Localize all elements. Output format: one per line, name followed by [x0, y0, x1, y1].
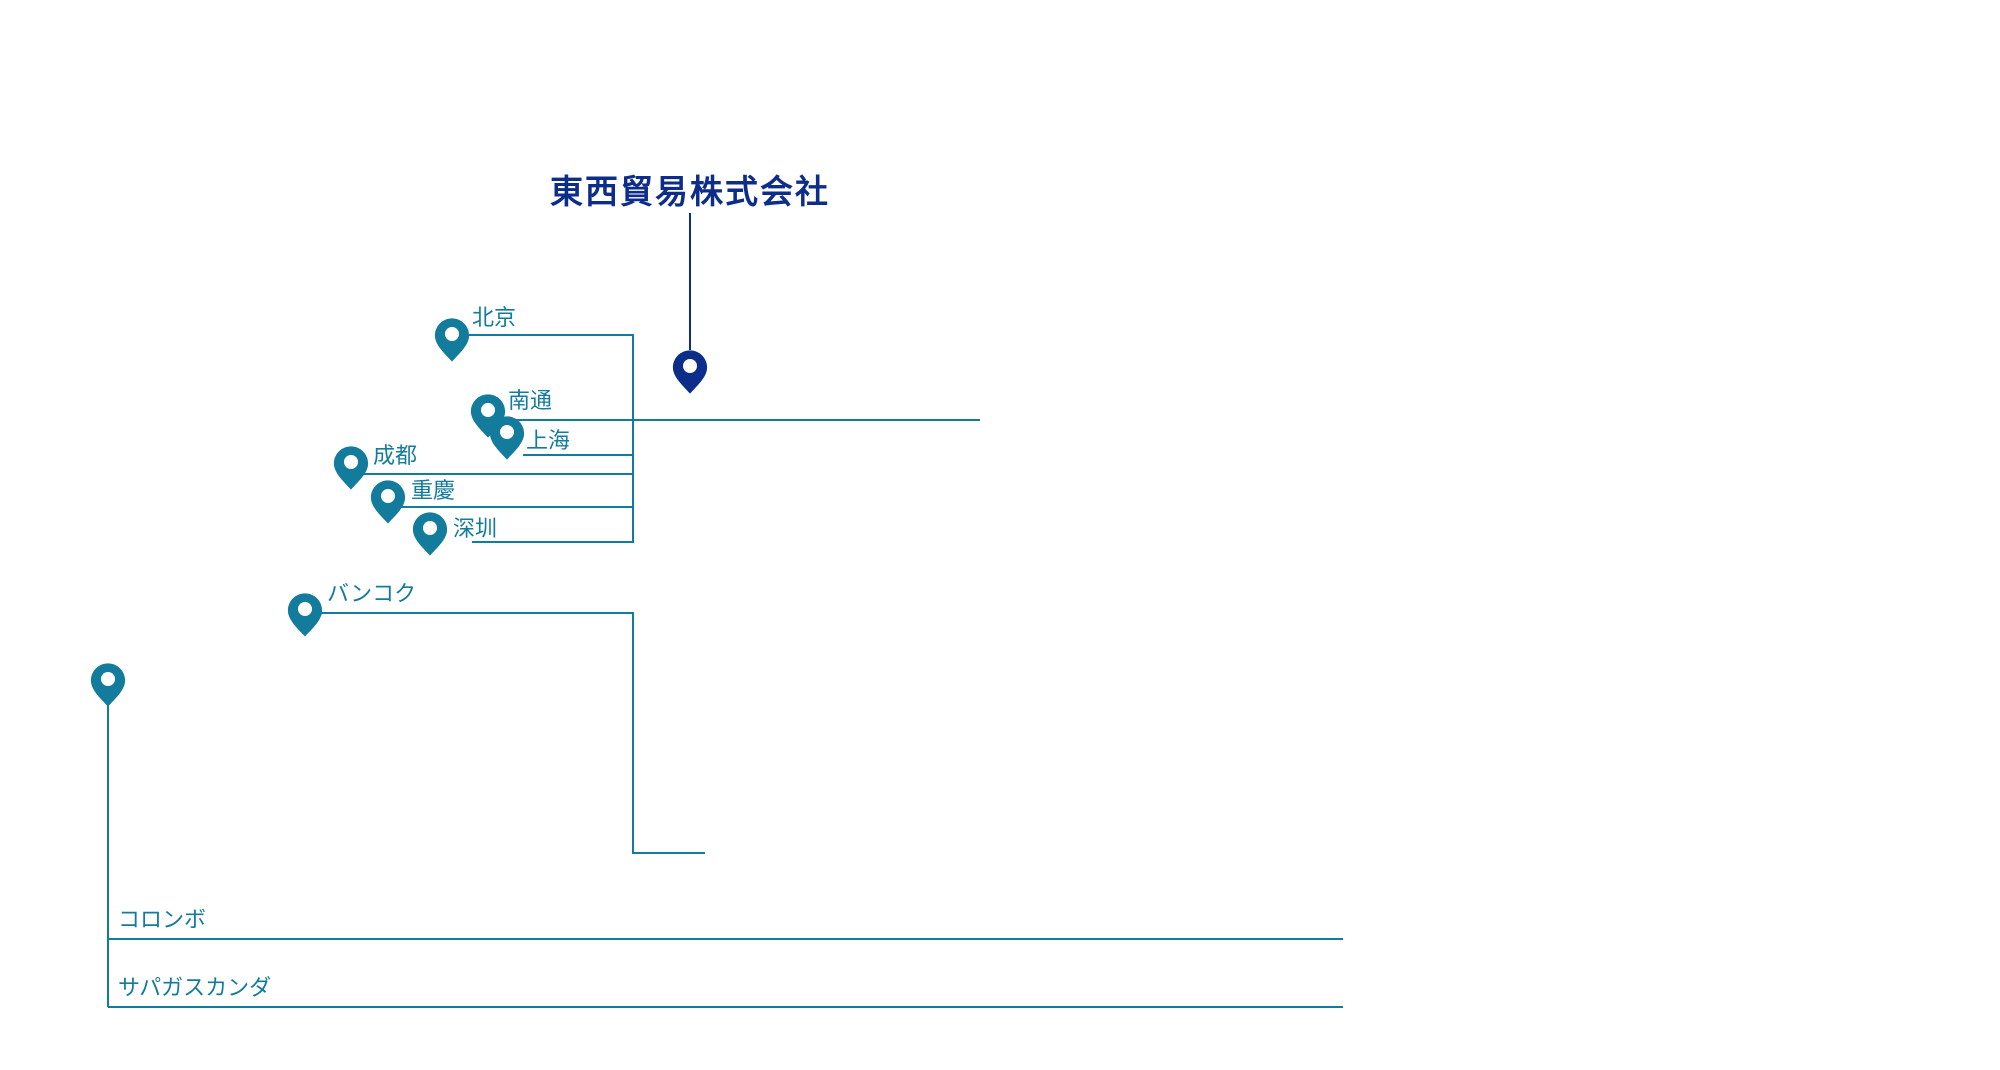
- location-bangkok: バンコク: [287, 582, 416, 637]
- hq-pin: [672, 350, 708, 394]
- location-label-nantong: 南通: [508, 389, 552, 414]
- location-beijing: 北京: [434, 306, 516, 362]
- location-label-shenzhen: 深圳: [453, 517, 497, 542]
- location-nantong: 南通: [470, 389, 552, 438]
- location-label-colombo: コロンボ: [118, 908, 206, 933]
- srilanka-branch-lines: [107, 700, 1343, 1008]
- beijing-shenzhen-bracket: [453, 334, 634, 543]
- location-label-bangkok: バンコク: [327, 582, 416, 607]
- location-chongqing: 重慶: [370, 479, 455, 524]
- company-title: 東西貿易株式会社: [550, 172, 830, 211]
- location-chengdu: 成都: [333, 444, 417, 490]
- location-label-shanghai: 上海: [526, 429, 570, 454]
- location-shanghai: 上海: [489, 416, 570, 460]
- location-shenzhen: 深圳: [412, 512, 497, 556]
- location-label-chongqing: 重慶: [411, 479, 455, 504]
- location-label-sapugaskanda: サパガスカンダ: [118, 976, 271, 1001]
- bangkok-connector-line: [320, 612, 705, 854]
- location-label-beijing: 北京: [472, 306, 516, 331]
- location-label-chengdu: 成都: [373, 444, 417, 469]
- location-srilanka: [90, 663, 126, 707]
- china-branch-lines: [357, 334, 980, 543]
